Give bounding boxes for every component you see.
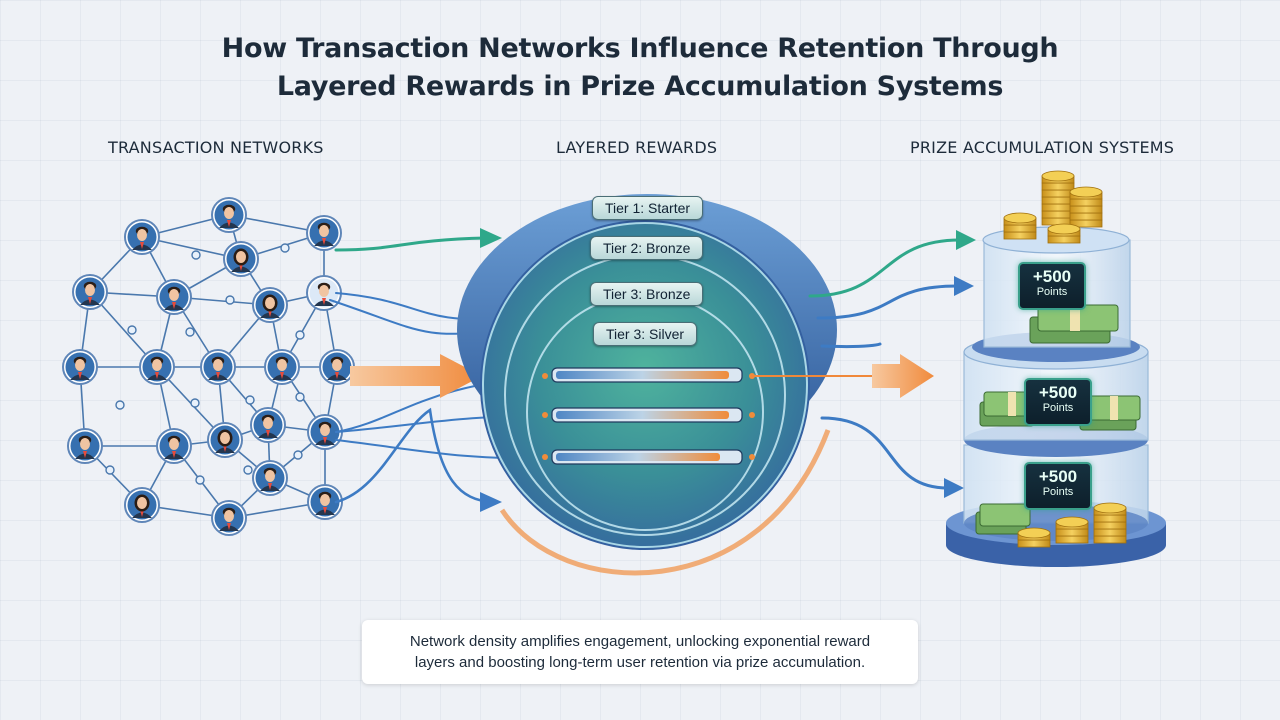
orange-arrow-right bbox=[872, 354, 934, 398]
rewards-to-prize-arrows bbox=[751, 238, 962, 490]
title-line-1: How Transaction Networks Influence Reten… bbox=[221, 33, 1059, 64]
person-avatar-icon bbox=[252, 287, 288, 323]
coin-stack-icon bbox=[1069, 186, 1103, 228]
coin-stack-icon bbox=[1041, 170, 1075, 226]
header-prize-accumulation: PRIZE ACCUMULATION SYSTEMS bbox=[910, 138, 1175, 157]
points-value: +500 bbox=[1038, 467, 1078, 486]
diagram-title: How Transaction Networks Influence Reten… bbox=[0, 30, 1280, 106]
person-avatar-icon bbox=[223, 241, 259, 277]
points-unit: Points bbox=[1036, 286, 1068, 298]
points-display-middle: +500 Points bbox=[1024, 378, 1092, 426]
coin-stack-icon bbox=[1055, 516, 1089, 544]
green-arrow-head-2 bbox=[956, 230, 976, 250]
orange-glow-arc bbox=[499, 429, 831, 576]
person-avatar-icon bbox=[211, 500, 247, 536]
progress-bar-fill bbox=[556, 371, 729, 379]
person-avatar-icon bbox=[307, 484, 343, 520]
points-value: +500 bbox=[1038, 383, 1078, 402]
person-avatar-icon bbox=[67, 428, 103, 464]
person-avatar-icon bbox=[200, 349, 236, 385]
points-value: +500 bbox=[1032, 267, 1072, 286]
blue-arrow-head-2 bbox=[954, 276, 974, 296]
caption-box: Network density amplifies engagement, un… bbox=[362, 620, 918, 684]
person-avatar-icon bbox=[211, 197, 247, 233]
points-unit: Points bbox=[1042, 402, 1074, 414]
points-unit: Points bbox=[1042, 486, 1074, 498]
blue-arrow-head-1 bbox=[480, 492, 502, 512]
person-avatar-icon bbox=[319, 349, 355, 385]
tier-pill-4: Tier 3: Silver bbox=[593, 322, 698, 346]
person-avatar-icon bbox=[139, 349, 175, 385]
person-avatar-icon bbox=[306, 215, 342, 251]
person-avatar-icon bbox=[250, 407, 286, 443]
caption-line-2: layers and boosting long-term user reten… bbox=[414, 654, 866, 671]
points-display-bottom: +500 Points bbox=[1024, 462, 1092, 510]
progress-bar-fill bbox=[556, 453, 720, 461]
person-avatar-icon bbox=[72, 274, 108, 310]
tier-pill-2: Tier 2: Bronze bbox=[590, 236, 704, 260]
person-avatar-icon bbox=[264, 349, 300, 385]
header-transaction-networks: TRANSACTION NETWORKS bbox=[108, 138, 324, 157]
person-avatar-icon bbox=[252, 460, 288, 496]
coin-stacks bbox=[1003, 170, 1127, 548]
title-line-2: Layered Rewards in Prize Accumulation Sy… bbox=[276, 71, 1004, 102]
progress-bars bbox=[542, 367, 755, 465]
tier-pill-1: Tier 1: Starter bbox=[592, 196, 704, 220]
orange-arrow-left bbox=[350, 354, 482, 398]
person-avatar-icon bbox=[124, 487, 160, 523]
progress-bar-fill bbox=[556, 411, 729, 419]
person-avatar-icon bbox=[156, 279, 192, 315]
mid-disc bbox=[482, 222, 808, 548]
green-arrow-path bbox=[334, 236, 488, 252]
person-avatar-icon bbox=[62, 349, 98, 385]
coin-stack-icon bbox=[1017, 527, 1051, 548]
blue-arrow-head-3 bbox=[944, 478, 964, 498]
coin-stack-icon bbox=[1003, 212, 1037, 240]
cash-bundle-icon bbox=[975, 503, 1031, 535]
network-people bbox=[62, 197, 355, 536]
coin-stack-icon bbox=[1047, 223, 1081, 244]
caption-line-1: Network density amplifies engagement, un… bbox=[409, 633, 871, 650]
coin-stack-icon bbox=[1093, 502, 1127, 544]
person-avatar-icon bbox=[124, 219, 160, 255]
cash-bundle-icon bbox=[1029, 304, 1119, 344]
person-avatar-icon bbox=[207, 422, 243, 458]
tier-pill-3: Tier 3: Bronze bbox=[590, 282, 704, 306]
points-display-top: +500 Points bbox=[1018, 262, 1086, 310]
network-junctions bbox=[105, 243, 305, 485]
green-arrow-head-1 bbox=[480, 228, 502, 248]
header-layered-rewards: LAYERED REWARDS bbox=[556, 138, 718, 157]
person-avatar-icon bbox=[156, 428, 192, 464]
